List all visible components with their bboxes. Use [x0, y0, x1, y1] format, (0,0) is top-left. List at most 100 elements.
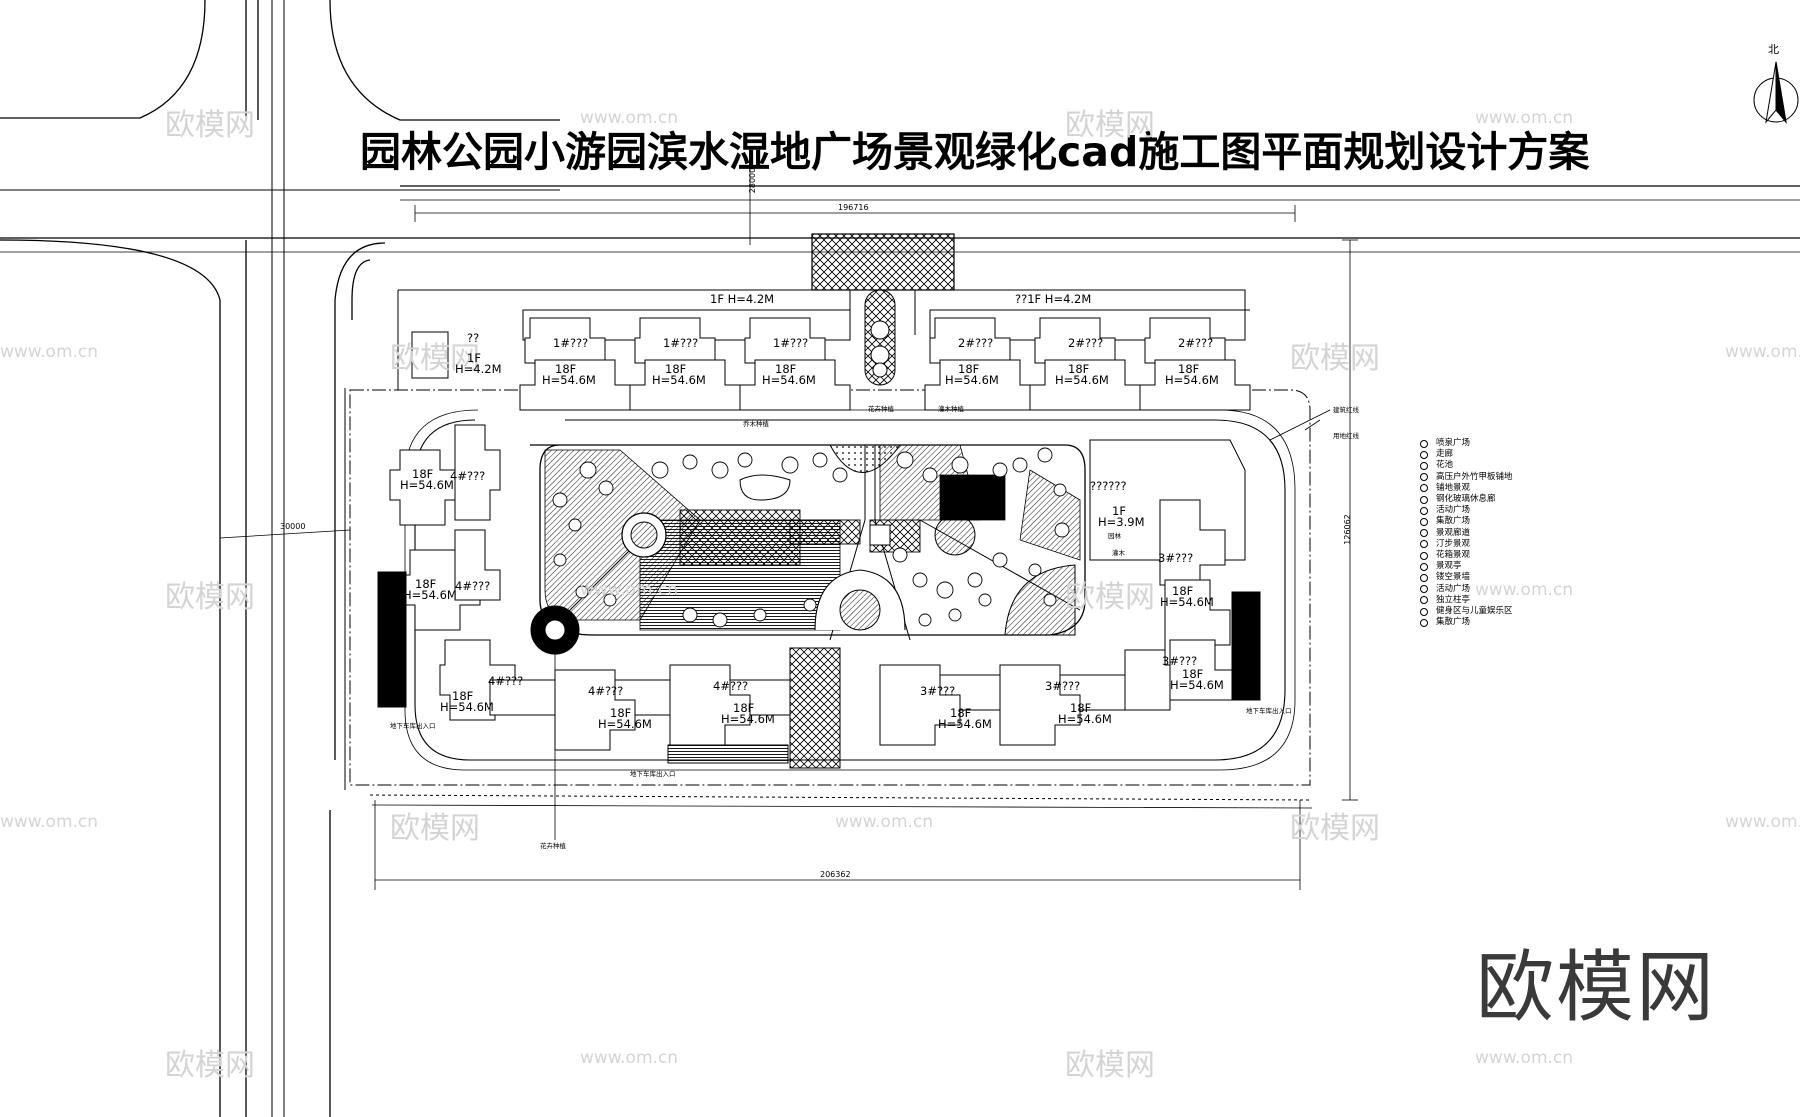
club-west-label: ??	[467, 331, 480, 345]
floors-label: 18F	[775, 362, 797, 376]
legend-marker-icon	[1420, 484, 1428, 493]
legend-label: 花箱景观	[1436, 550, 1471, 561]
height-label: H=54.6M	[1160, 595, 1214, 609]
building-label-2: 2#???	[1068, 336, 1104, 350]
height-label: H=54.6M	[721, 712, 775, 726]
watermark-logo: 欧模网	[1290, 811, 1380, 846]
legend-label: 集散广场	[1436, 516, 1471, 527]
annotation-entrance: 地下车库出入口	[390, 722, 436, 730]
legend-item: 健身区与儿童娱乐区	[1420, 606, 1513, 617]
dimension-road-top: 28000	[748, 167, 758, 194]
annotation-flower-bed: 花卉种植	[868, 405, 894, 413]
legend-label: 健身区与儿童娱乐区	[1436, 606, 1513, 617]
watermark-url: www.om.cn	[580, 580, 679, 600]
legend-label: 集散广场	[1436, 617, 1471, 628]
legend-marker-icon	[1420, 495, 1428, 504]
east-buildings	[1089, 439, 1261, 701]
height-label: H=54.6M	[938, 717, 992, 731]
legend-marker-icon	[1420, 529, 1428, 538]
legend-item: 钢化玻璃休息廊	[1420, 494, 1513, 505]
tree-symbols	[552, 447, 1070, 628]
height-label: H=54.6M	[1055, 373, 1109, 387]
building-label-1: 1#???	[663, 336, 699, 350]
annotation-garden: 园林	[1108, 532, 1121, 540]
building-label-3: 3#???	[1162, 654, 1198, 668]
watermark-url: www.om.cn	[0, 812, 99, 832]
floors-label: 18F	[415, 577, 437, 591]
floors-label: 18F	[1182, 667, 1204, 681]
legend-item: 汀步景观	[1420, 539, 1513, 550]
center-club-label: ??????	[1090, 479, 1127, 493]
watermark-logo: 欧模网	[1290, 341, 1380, 376]
floors-label: 18F	[555, 362, 577, 376]
floors-label: 18F	[733, 701, 755, 715]
center-club-height: H=3.9M	[1098, 515, 1145, 529]
watermark-logo: 欧模网	[1065, 1048, 1155, 1083]
legend-label: 喷泉广场	[1436, 438, 1471, 448]
watermark-url: www.om.cn	[580, 1048, 679, 1068]
legend-label: 钢化玻璃休息廊	[1436, 494, 1496, 505]
legend-label: 铺地景观	[1436, 482, 1471, 493]
height-label: H=54.6M	[652, 373, 706, 387]
floors-label: 18F	[950, 706, 972, 720]
dimension-road-left: 30000	[280, 522, 306, 531]
legend-item: 花箱景观	[1420, 550, 1513, 561]
legend-marker-icon	[1420, 596, 1428, 605]
dimension-right-height: 126062	[1342, 514, 1352, 545]
legend-marker-icon	[1420, 506, 1428, 515]
annotation-shrub-plant: 灌木种植	[938, 405, 964, 413]
annotation-entrance: 地下车库出入口	[1246, 707, 1292, 715]
legend-marker-icon	[1420, 574, 1428, 583]
annotation-entrance: 地下车库出入口	[630, 770, 676, 778]
legend-label: 汀步景观	[1436, 538, 1471, 549]
north-entrance-plaza	[811, 233, 955, 386]
height-label: H=54.6M	[400, 478, 454, 492]
dimension-top-width: 196716	[838, 203, 869, 212]
building-label-2: 2#???	[1178, 336, 1214, 350]
height-label: H=54.6M	[403, 588, 457, 602]
floors-label: 18F	[1070, 701, 1092, 715]
legend-item: 集散广场	[1420, 617, 1513, 628]
watermark-url: www.om.cn	[1475, 580, 1574, 600]
club-north-west-label: 1F H=4.2M	[710, 292, 775, 306]
building-label-4: 4#???	[488, 674, 524, 688]
building-label-4: 4#???	[455, 579, 491, 593]
height-label: H=54.6M	[945, 373, 999, 387]
legend-item: 活动广场	[1420, 584, 1513, 595]
building-label-2: 2#???	[958, 336, 994, 350]
brand-watermark: 欧模网	[1476, 943, 1717, 1033]
west-buildings	[377, 424, 516, 721]
watermark-logo: 欧模网	[390, 341, 480, 376]
legend-marker-icon	[1420, 450, 1428, 459]
club-west-height: H=4.2M	[455, 362, 502, 376]
building-label-4: 4#???	[450, 469, 486, 483]
height-label: H=54.6M	[1170, 678, 1224, 692]
site-boundaries	[344, 289, 1313, 809]
legend-label: 花池	[1436, 460, 1454, 471]
floors-label: 18F	[1178, 362, 1200, 376]
legend: 喷泉广场走廊花池高压户外竹甲板铺地铺地景观钢化玻璃休息廊活动广场集散广场景观廊道…	[1420, 438, 1513, 628]
watermark-url: www.om.cn	[1475, 1048, 1574, 1068]
legend-label: 独立柱亭	[1436, 594, 1471, 605]
building-label-1: 1#???	[773, 336, 809, 350]
legend-marker-icon	[1420, 540, 1428, 549]
annotation-flower-bed: 花卉种植	[540, 842, 566, 850]
annotation-tree-plant: 乔木种植	[743, 420, 769, 428]
watermark-url: www.om.cn	[1725, 342, 1800, 362]
legend-label: 高压户外竹甲板铺地	[1436, 471, 1513, 482]
building-label-1: 1#???	[553, 336, 589, 350]
floors-label: 18F	[412, 467, 434, 481]
page-title: 园林公园小游园滨水湿地广场景观绿化cad施工图平面规划设计方案	[360, 128, 1590, 176]
height-label: H=54.6M	[598, 717, 652, 731]
building-label-4: 4#???	[713, 679, 749, 693]
legend-item: 高压户外竹甲板铺地	[1420, 472, 1513, 483]
watermark-url: www.om.cn	[1725, 812, 1800, 832]
dimension-bottom-width: 206362	[820, 870, 851, 879]
legend-item: 铺地景观	[1420, 483, 1513, 494]
floors-label: 18F	[1068, 362, 1090, 376]
watermark-logo: 欧模网	[1065, 108, 1155, 143]
floors-label: 18F	[1172, 584, 1194, 598]
club-west-floor: 1F	[467, 351, 481, 365]
height-label: H=54.6M	[440, 700, 494, 714]
floors-label: 18F	[665, 362, 687, 376]
